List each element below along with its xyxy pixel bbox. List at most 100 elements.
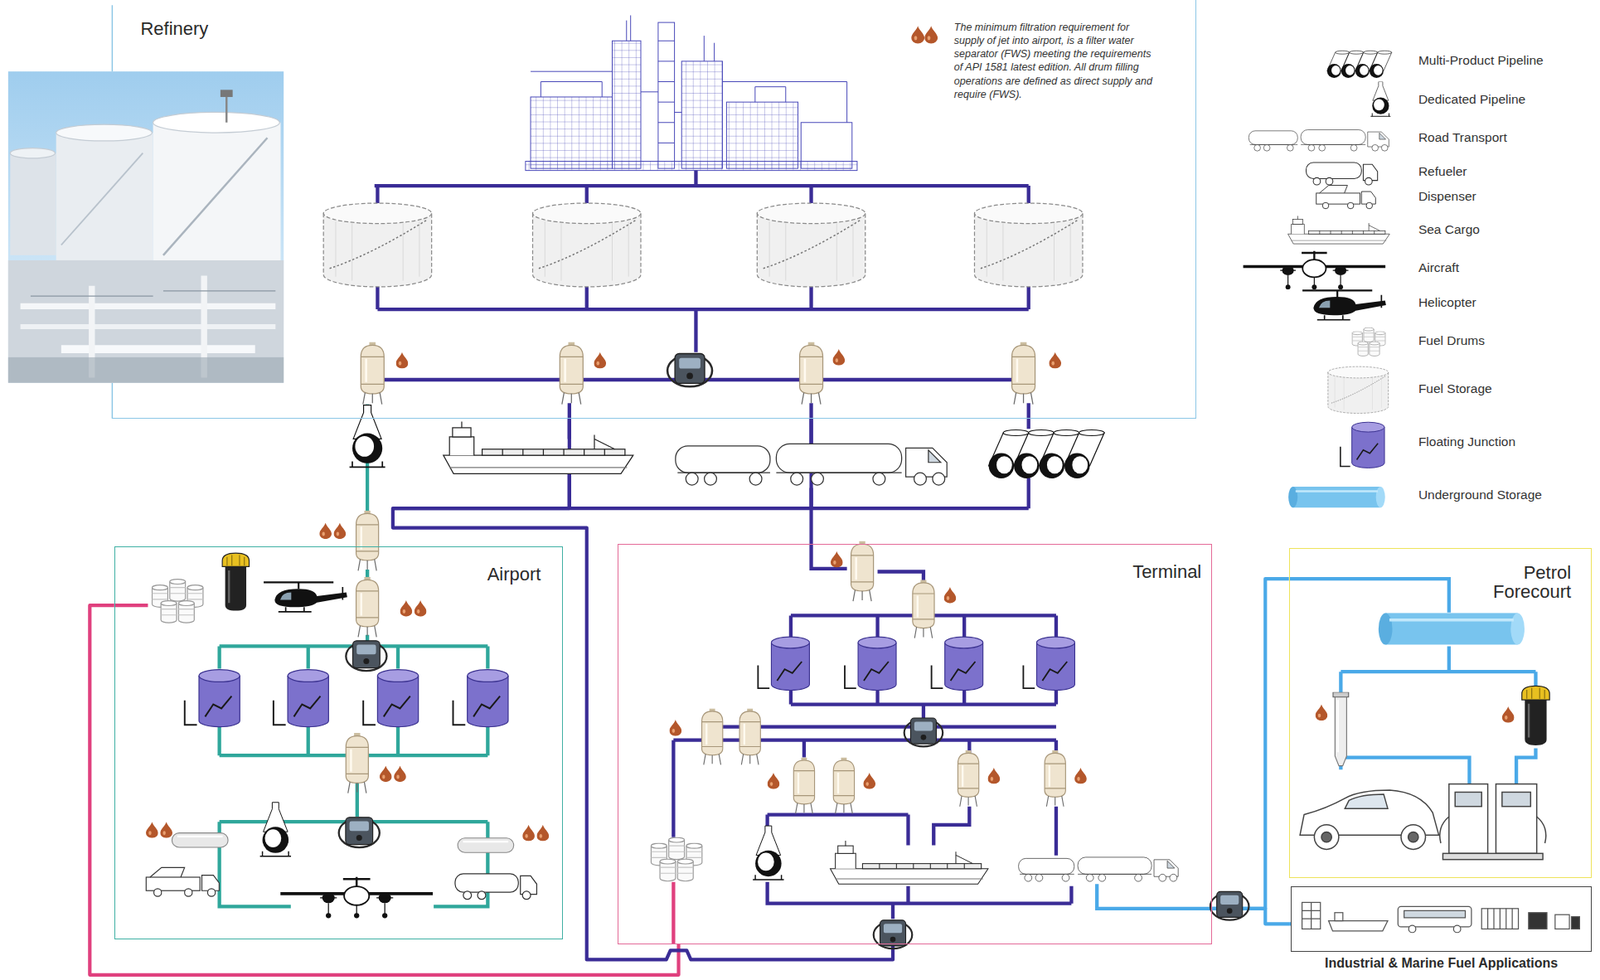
refinery-plant-drawing <box>658 22 675 169</box>
fuel-storage-tank <box>323 203 432 287</box>
region-title: Petrol Forecourt <box>1473 548 1591 602</box>
floating-junction-tank <box>844 636 897 690</box>
helicopter-icon <box>263 581 348 611</box>
legend-sample <box>1316 185 1377 209</box>
car-drawing <box>1401 824 1426 850</box>
legend-sample <box>1288 486 1386 508</box>
filter-drop-icon <box>1048 352 1062 369</box>
dedicated-pipeline-icon <box>260 802 291 857</box>
fws-drop-icon <box>145 821 159 839</box>
floating-junction-tank <box>363 669 418 728</box>
floating-junction-tank <box>273 669 329 728</box>
forecourt-pipework <box>1289 578 1537 784</box>
filter-drop-icon <box>832 349 845 366</box>
legend-item: Refueler <box>1418 164 1468 180</box>
fuel-pump-drawing <box>1536 816 1547 844</box>
legend-sample <box>1327 50 1392 78</box>
fuel-pump-drawing <box>1449 784 1489 854</box>
filter-drop-icon <box>1502 706 1515 723</box>
filter-vessel <box>559 341 583 404</box>
refinery-photo <box>30 290 276 296</box>
car-drawing <box>1321 831 1332 842</box>
meter-icon <box>1210 891 1250 920</box>
filter-drop-icon <box>593 352 607 369</box>
refinery-photo <box>56 132 154 261</box>
application-box: Industrial & Marine Fuel Applications <box>1290 886 1592 952</box>
industrial-marine-icons <box>1481 908 1518 930</box>
refinery-photo <box>8 71 284 384</box>
filter-vessel <box>702 707 723 765</box>
drum-supply-line <box>671 882 675 945</box>
legend-item: Aircraft <box>1418 260 1460 276</box>
refinery-photo <box>153 122 282 266</box>
refinery-plant-drawing <box>530 96 612 169</box>
filter-water-separator <box>356 576 379 638</box>
filter-drop-icon <box>396 352 409 369</box>
refinery-photo <box>8 71 284 384</box>
meter-icon <box>873 920 913 949</box>
refinery-photo <box>9 153 56 256</box>
connector-group <box>89 418 1291 975</box>
fws-drop-icon <box>924 25 938 44</box>
legend-sample <box>1370 82 1391 117</box>
refinery-plant-drawing <box>530 71 848 123</box>
meter-icon <box>339 817 380 848</box>
monitor-filter-icon <box>222 552 249 611</box>
floating-junction-tank <box>184 669 240 728</box>
legend-sample <box>1340 421 1385 468</box>
region-title: Airport <box>115 547 563 586</box>
terminal-pipework <box>673 543 1072 919</box>
legend-text: Dispenser <box>1418 189 1477 204</box>
industrial-marine-icons <box>1408 925 1416 933</box>
filter-vessel <box>1044 750 1066 807</box>
note-text: The minimum filtration requirement for s… <box>954 20 1154 102</box>
refinery-photo <box>56 124 153 141</box>
legend-sample <box>1352 327 1386 356</box>
refinery-photo <box>220 89 233 97</box>
cartridge-filter-icon <box>1333 692 1349 767</box>
legend-sample <box>1328 366 1389 413</box>
refinery-photo <box>153 111 281 133</box>
monitor-filter-icon <box>1522 685 1550 746</box>
filter-drop-icon <box>1074 767 1087 785</box>
pipeline-connector <box>89 605 679 975</box>
road-supply-line <box>1096 883 1213 909</box>
filter-drop-icon <box>863 772 876 790</box>
industrial-marine-icons <box>1302 901 1321 929</box>
legend-text: Fuel Storage <box>1418 381 1493 397</box>
region-title: Refinery <box>111 0 1195 40</box>
refinery-pipework <box>374 170 1029 207</box>
airport-hydrant-pipework <box>219 569 489 907</box>
refinery-photo <box>8 357 284 384</box>
region-box: Airport <box>114 546 564 940</box>
refinery-photo <box>163 137 268 256</box>
legend-text: Dedicated Pipeline <box>1418 92 1526 107</box>
refinery-photo <box>20 324 277 330</box>
filter-vessel <box>851 541 874 602</box>
filter-drop-icon <box>830 551 844 568</box>
filter-drop-icon <box>1315 704 1329 722</box>
legend-item: Dedicated Pipeline <box>1418 92 1526 107</box>
fuel-pump-drawing <box>1502 791 1531 806</box>
fws-drop-icon <box>911 25 925 44</box>
dedicated-pipeline-icon <box>349 405 386 468</box>
drum-supply-line <box>114 603 149 607</box>
legend-text: Sea Cargo <box>1418 222 1480 238</box>
industrial-marine-icons <box>1528 912 1547 930</box>
legend-item: Multi-Product Pipeline <box>1418 53 1544 68</box>
filter-vessel <box>793 757 815 815</box>
floating-junction-tank <box>931 636 984 690</box>
fws-drop-icon <box>536 824 549 842</box>
refueler-icon <box>455 873 537 900</box>
industrial-marine-icons <box>1404 910 1466 918</box>
refinery-plant-drawing <box>525 161 858 171</box>
industrial-marine-icons <box>1302 901 1321 929</box>
fuel-pump-drawing <box>1495 784 1537 854</box>
car-drawing <box>1299 790 1439 849</box>
legend-item: Dispenser <box>1418 189 1477 204</box>
fuel-storage-tank <box>756 203 865 287</box>
fuel-drums-icon <box>151 579 203 624</box>
